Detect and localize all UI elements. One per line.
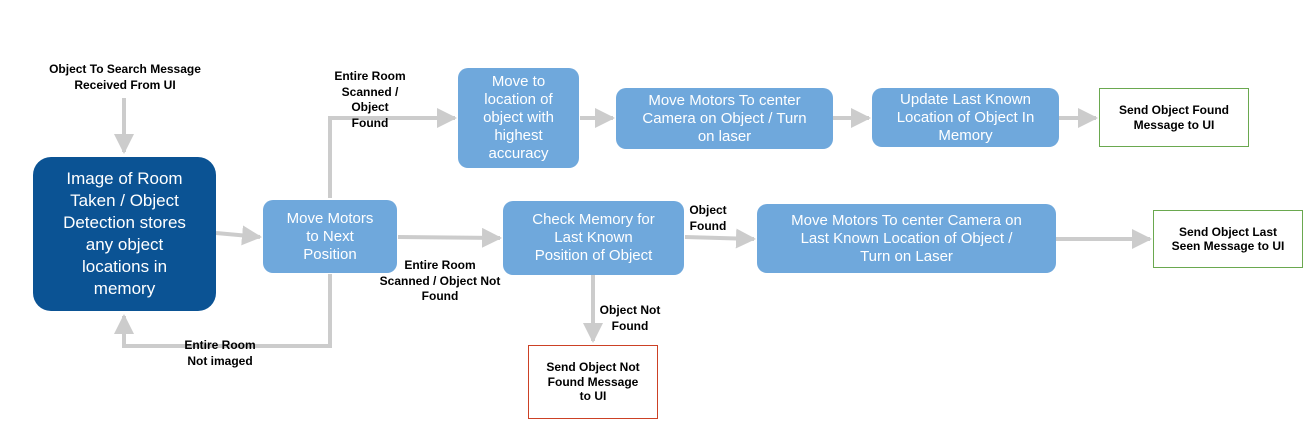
check-memory-node: Check Memory for Last Known Position of … [503,201,684,275]
center-last-known-node: Move Motors To center Camera on Last Kno… [757,204,1056,273]
arrow-image-to-move-next [215,225,262,246]
label-scanned-found: Entire Room Scanned / Object Found [334,69,406,130]
label-object-found: Object Found [689,203,727,233]
send-last-seen-node: Send Object Last Seen Message to UI [1153,210,1303,268]
center-camera-laser-node: Move Motors To center Camera on Object /… [616,88,833,149]
label-object-not-found: Object Not Found [599,303,661,333]
move-to-location-node: Move to location of object with highest … [458,68,579,168]
arrow-move-next-loop-back [114,274,332,348]
arrow-move-next-to-move-location [328,108,457,198]
send-found-node: Send Object Found Message to UI [1099,88,1249,147]
arrow-move-next-to-check-memory [397,227,502,248]
label-scanned-not-found: Entire Room Scanned / Object Not Found [379,258,501,304]
send-not-found-node: Send Object Not Found Message to UI [528,345,658,419]
image-room-node: Image of Room Taken / Object Detection s… [33,157,216,311]
arrow-check-memory-to-center-last-known [684,228,756,249]
label-not-imaged: Entire Room Not imaged [184,338,256,368]
label-input-message: Object To Search Message Received From U… [49,62,201,92]
move-next-position-node: Move Motors to Next Position [263,200,397,273]
update-memory-node: Update Last Known Location of Object In … [872,88,1059,147]
